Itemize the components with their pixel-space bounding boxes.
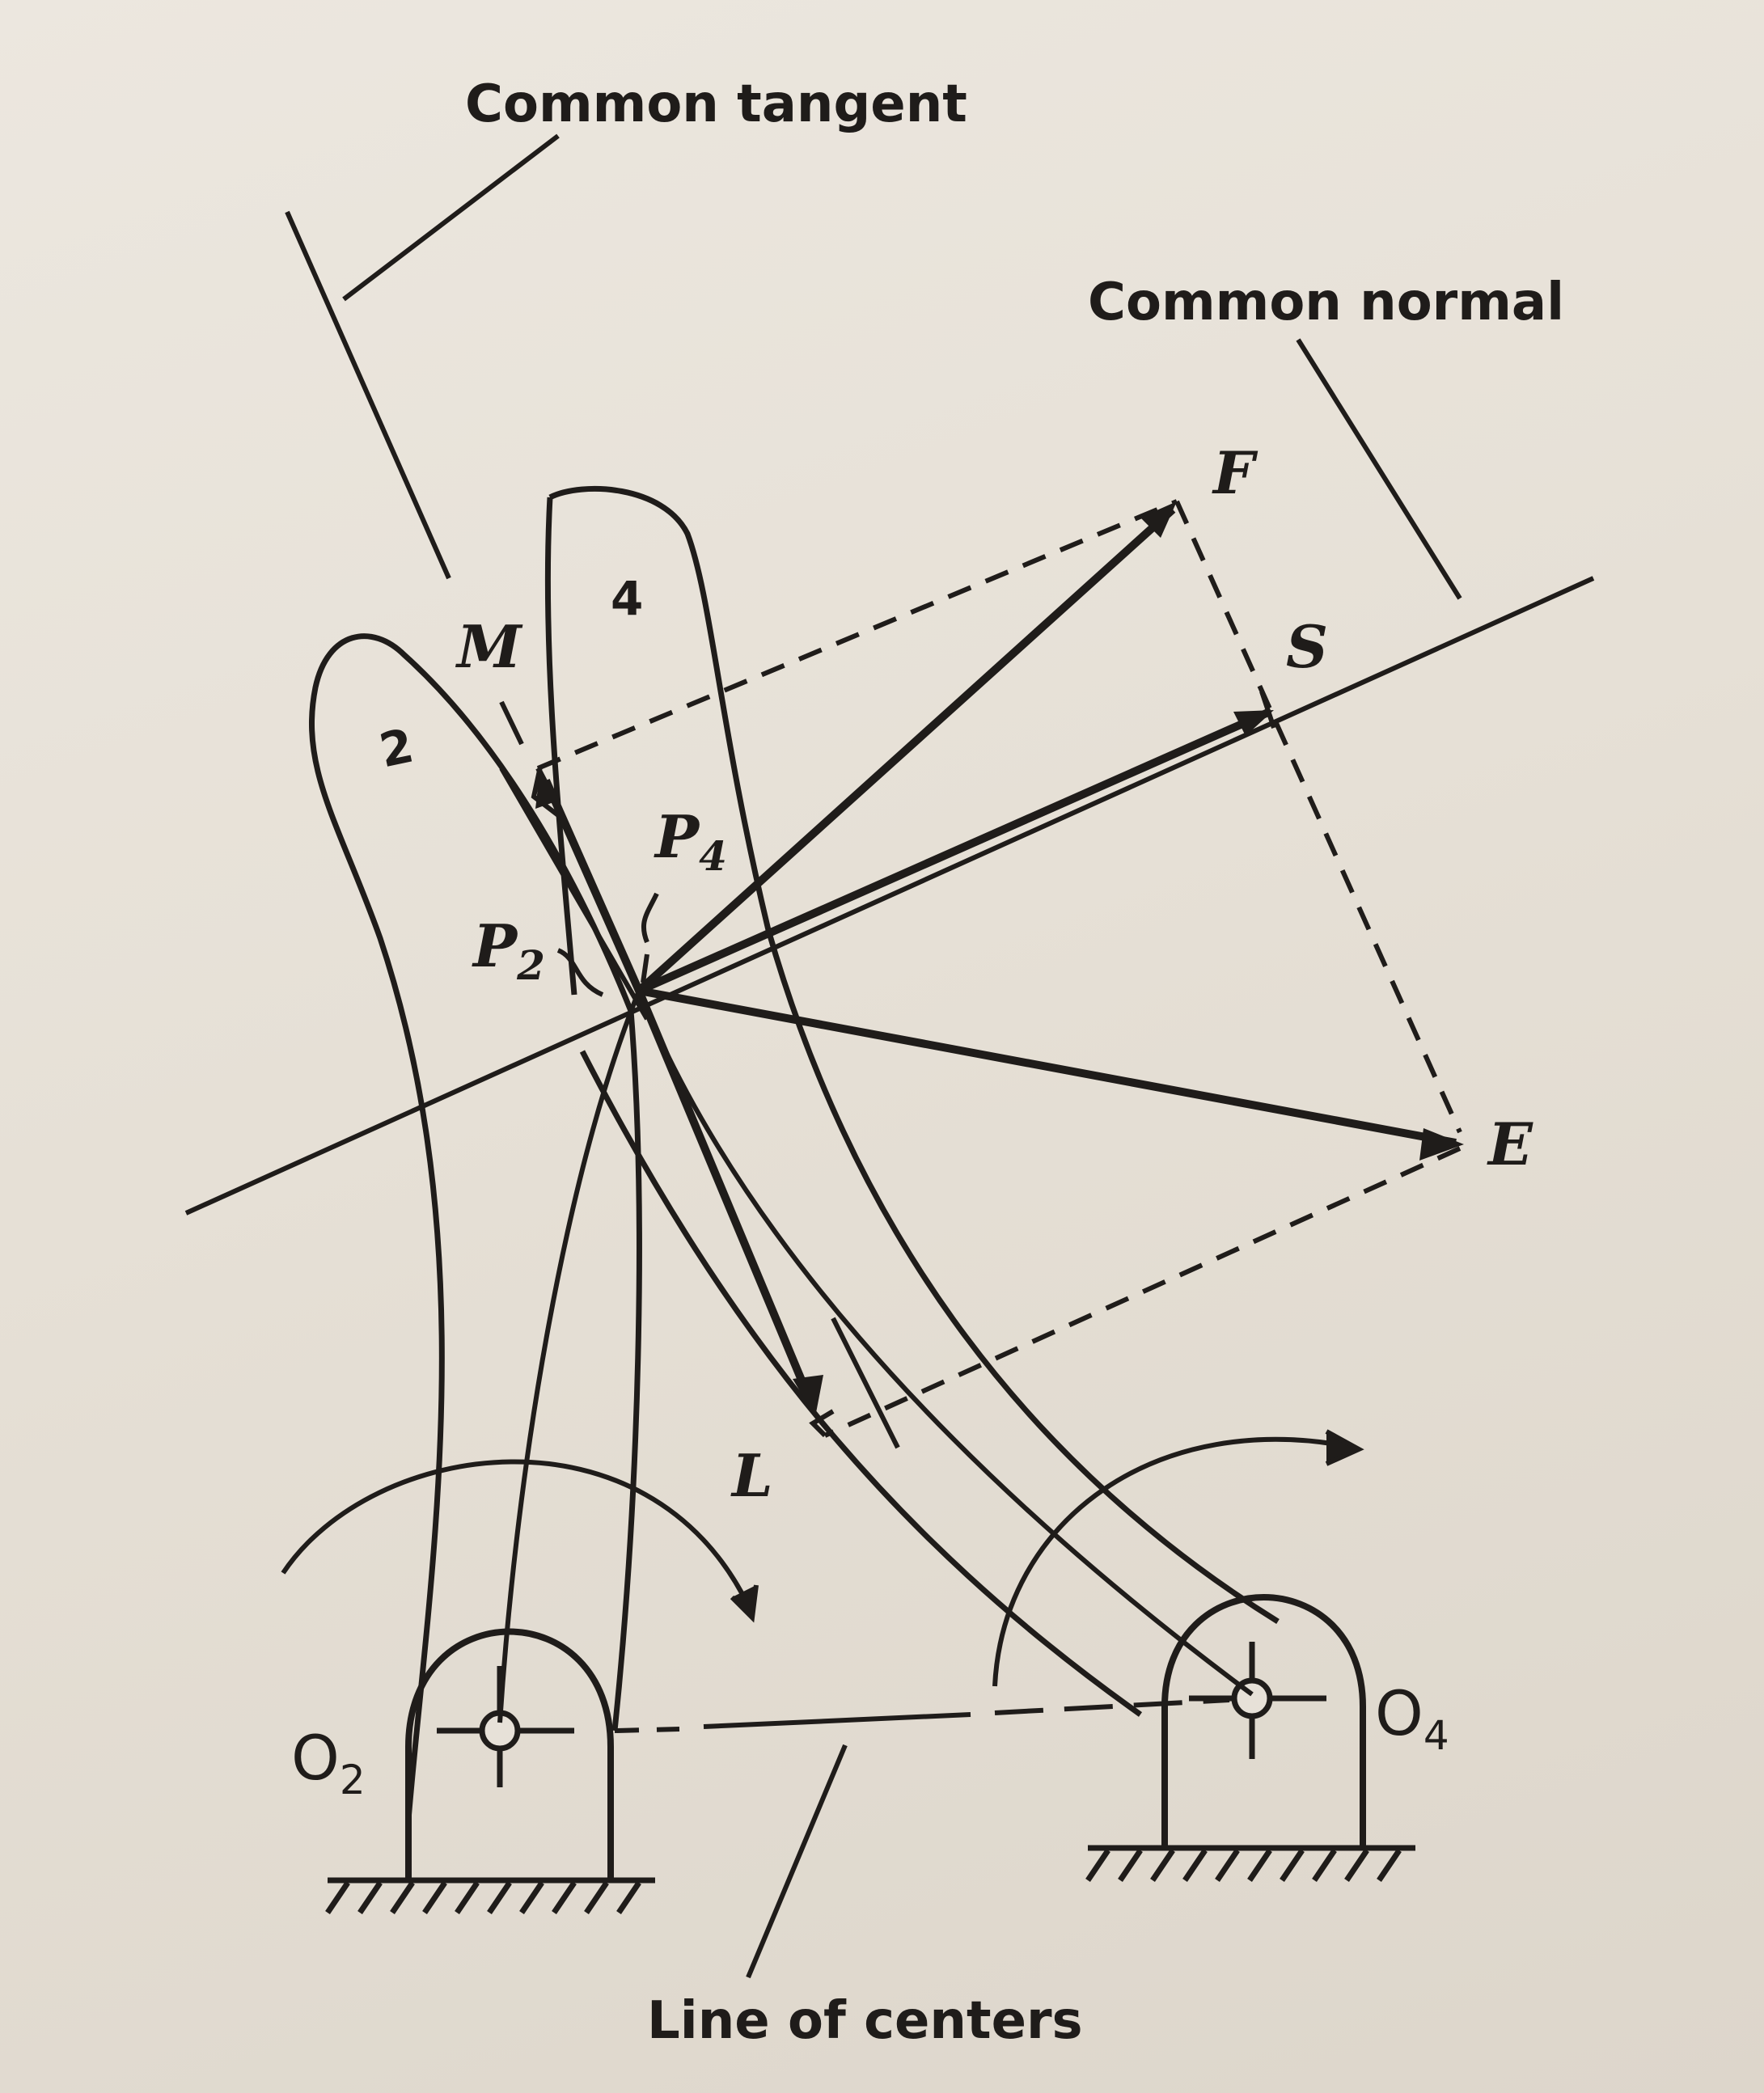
label-o2-sub: 2 <box>340 1757 366 1803</box>
ground-o2 <box>325 1877 655 1914</box>
label-o2-letter: O <box>291 1722 340 1794</box>
label-point-m: M <box>455 612 523 681</box>
common-normal-leader <box>1296 338 1462 600</box>
label-o4: O4 <box>1375 1677 1449 1759</box>
rotation-arrow-link-4 <box>992 1429 1364 1687</box>
common-tangent-line <box>285 210 900 1449</box>
line-of-centers-leader <box>746 1744 848 1979</box>
label-point-s: S <box>1286 612 1328 681</box>
label-point-l: L <box>730 1441 773 1510</box>
link-2-body <box>308 633 642 1820</box>
label-p2: P2 <box>472 911 545 989</box>
common-normal-line <box>184 576 1595 1216</box>
label-p2-sub: 2 <box>516 941 545 989</box>
label-o4-letter: O <box>1375 1677 1423 1749</box>
label-p2-letter: P <box>472 911 518 980</box>
label-line-of-centers: Line of centers <box>647 1991 1083 2051</box>
velocity-vectors <box>542 506 1457 1409</box>
p4-leader <box>641 892 659 983</box>
line-of-centers <box>614 1698 1230 1733</box>
label-p4-sub: 4 <box>699 832 727 880</box>
label-o4-sub: 4 <box>1423 1712 1449 1759</box>
right-angle-marks <box>531 766 835 1438</box>
pivot-o2-frame <box>405 1628 614 1878</box>
pivot-radii <box>497 989 1254 1723</box>
common-tangent-leader <box>342 133 560 302</box>
label-point-e: E <box>1487 1110 1533 1178</box>
s-tick <box>1259 691 1276 729</box>
label-link-2: 2 <box>374 718 418 779</box>
arrowheads <box>535 501 1464 1417</box>
link-4-body <box>544 485 1280 1717</box>
pivot-o4-frame <box>1161 1594 1366 1846</box>
label-p4: P4 <box>654 802 727 880</box>
rotation-arrow-link-2 <box>281 1459 759 1623</box>
ground-o4 <box>1085 1845 1415 1882</box>
label-common-tangent: Common tangent <box>465 74 967 134</box>
label-p4-letter: P <box>654 802 700 871</box>
pivot-o2-pin <box>437 1666 574 1787</box>
p2-leader <box>556 948 604 997</box>
label-o2: O2 <box>291 1722 366 1803</box>
label-point-f: F <box>1212 438 1258 507</box>
label-common-normal: Common normal <box>1088 273 1564 332</box>
m-leader <box>499 700 524 746</box>
label-link-4: 4 <box>611 571 643 626</box>
